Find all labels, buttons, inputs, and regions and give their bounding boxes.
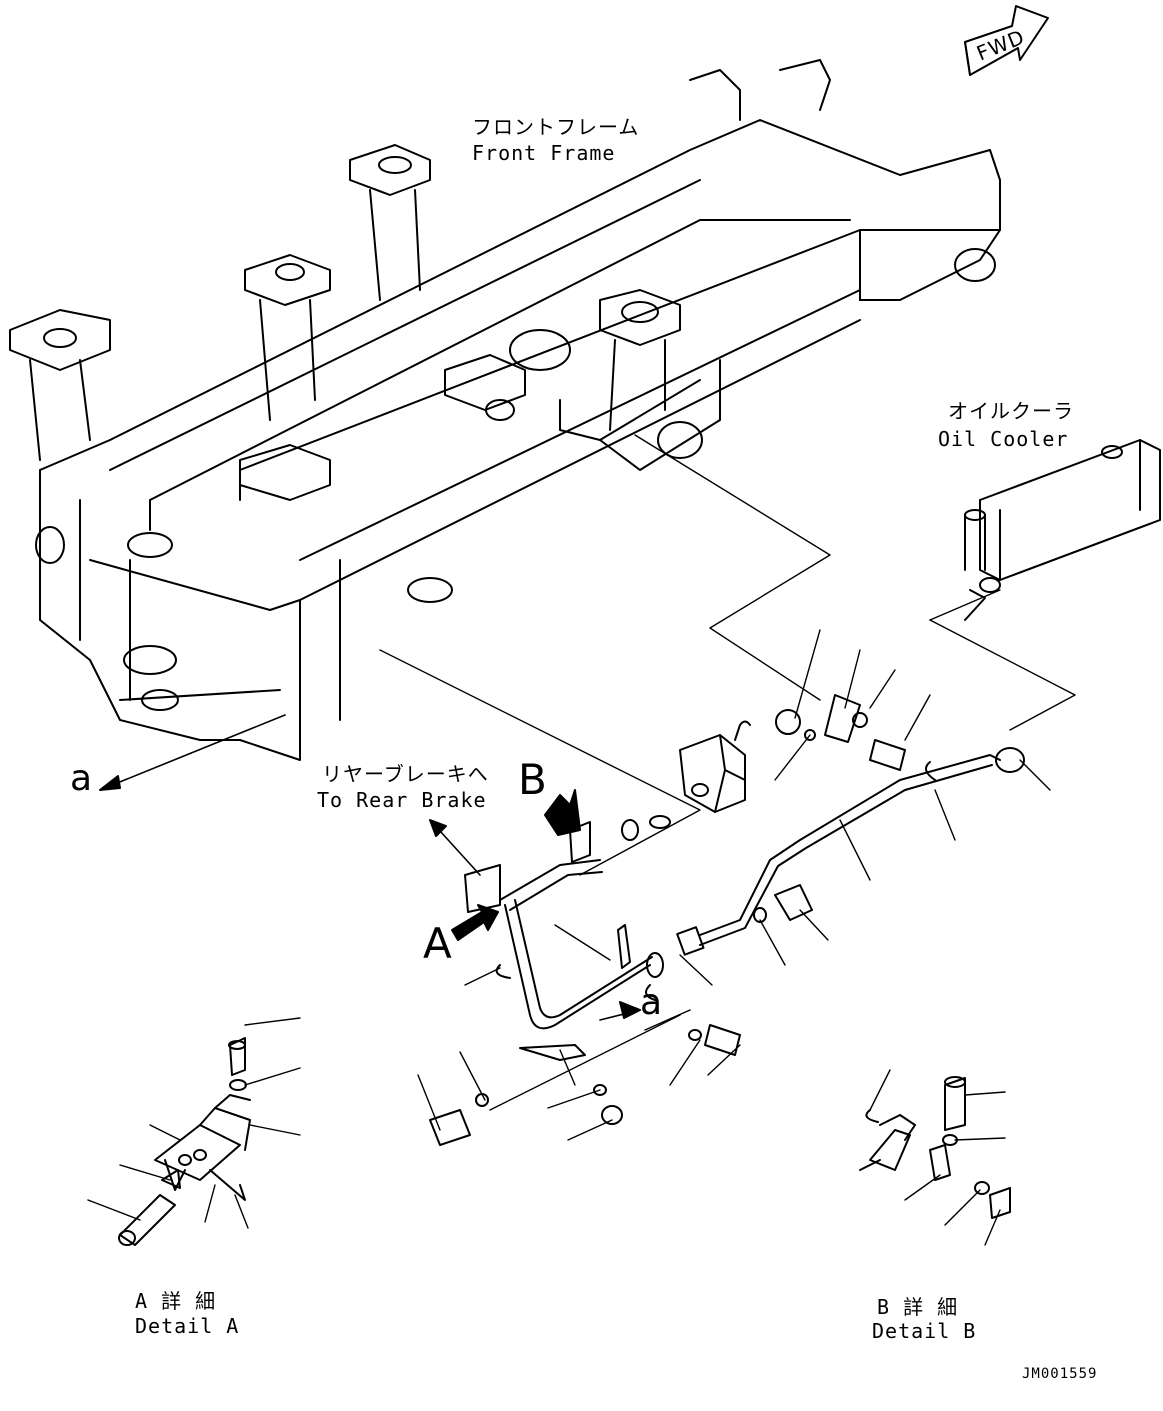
rear-brake-label-jp: リヤーブレーキへ: [322, 762, 489, 786]
fasteners: [429, 694, 936, 1146]
oil-cooler-label-en: Oil Cooler: [938, 427, 1069, 451]
front-frame-label-en: Front Frame: [472, 141, 616, 165]
detail-a-label-en: Detail A: [135, 1314, 240, 1338]
detail-b-label-jp: B 詳 細: [877, 1295, 959, 1319]
marker-a-label: A: [423, 919, 452, 968]
reference-lines: [379, 434, 1076, 1111]
detail-b-drawing: [859, 1076, 1011, 1219]
detail-b-label-en: Detail B: [872, 1319, 977, 1343]
front-frame-drawing: [9, 59, 1001, 761]
marker-b-label: B: [518, 755, 547, 804]
detail-a-label-jp: A 詳 細: [135, 1289, 217, 1313]
fwd-arrow-icon: [964, 5, 1049, 76]
direction-arrows: [99, 714, 641, 1021]
rear-brake-label-en: To Rear Brake: [317, 788, 487, 812]
brake-tube-assembly: [499, 747, 1025, 1030]
ref-a-left-label: a: [70, 758, 93, 799]
callout-leaders: [417, 629, 1051, 1141]
detail-a-drawing: [118, 1037, 251, 1246]
drawing-code: JM001559: [1022, 1366, 1098, 1382]
valve-drawing: [621, 720, 751, 841]
ref-a-center-label: a: [640, 982, 663, 1023]
detail-a-leaders: [87, 1017, 301, 1229]
detail-b-leaders: [869, 1069, 1006, 1246]
front-frame-label-jp: フロントフレーム: [472, 115, 640, 139]
oil-cooler-drawing: [964, 439, 1161, 621]
oil-cooler-label-jp: オイルクーラ: [948, 399, 1074, 423]
